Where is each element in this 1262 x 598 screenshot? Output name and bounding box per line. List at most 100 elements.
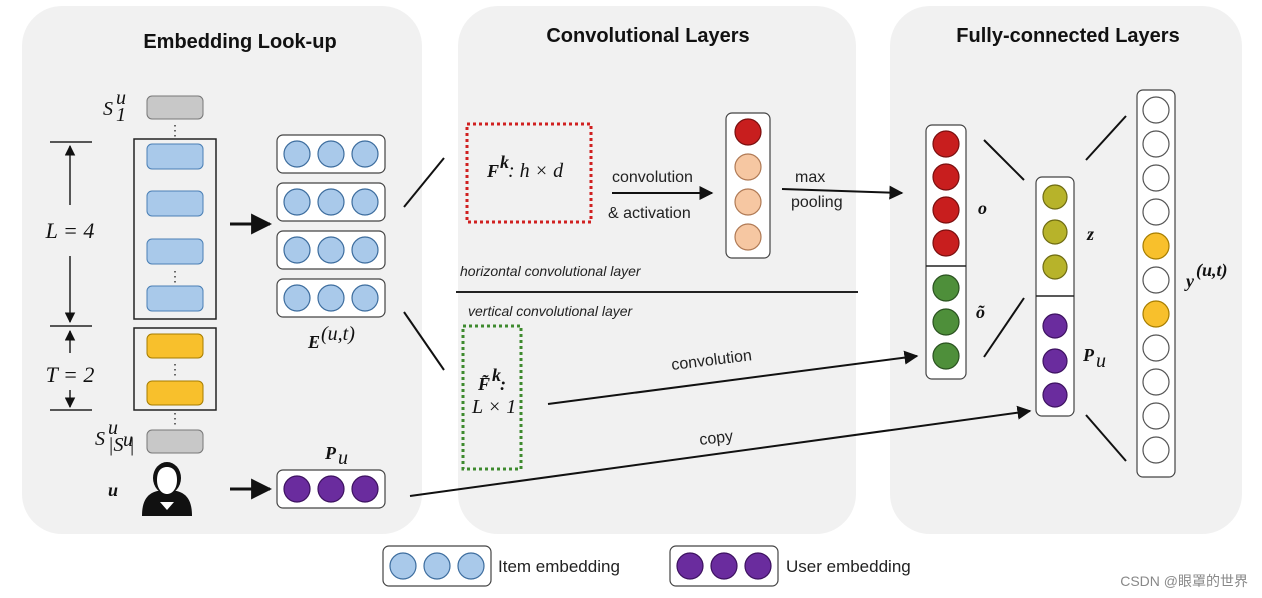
T-item-1 bbox=[146, 333, 204, 359]
legend-user-dot bbox=[676, 552, 704, 580]
Pu-vector bbox=[276, 469, 386, 509]
conv-activation-label-1: convolution bbox=[612, 169, 693, 186]
T-window bbox=[133, 327, 217, 411]
legend-user-dot bbox=[744, 552, 772, 580]
y-dot bbox=[1142, 164, 1170, 192]
dots-1: ⋮ bbox=[168, 122, 182, 138]
svg-text:F̃: F̃ bbox=[477, 374, 490, 394]
svg-text:u: u bbox=[116, 87, 126, 109]
embedding-dot bbox=[351, 188, 379, 216]
o-tilde-label: õ bbox=[976, 302, 985, 322]
user-dot bbox=[351, 475, 379, 503]
watermark: CSDN @眼罩的世界 bbox=[1120, 573, 1248, 589]
conv-panel-title: Convolutional Layers bbox=[546, 25, 749, 47]
E-matrix bbox=[276, 134, 386, 318]
legend-item-embedding: Item embedding bbox=[382, 545, 620, 587]
y-dot bbox=[1142, 402, 1170, 430]
user-icon bbox=[142, 462, 192, 516]
T-item-2 bbox=[146, 380, 204, 406]
y-dot bbox=[1142, 334, 1170, 362]
dots-4: ⋮ bbox=[168, 410, 182, 426]
svg-text:u: u bbox=[108, 417, 118, 439]
svg-text:: h × d: : h × d bbox=[508, 160, 564, 182]
y-label: y (u,t) bbox=[1184, 260, 1228, 291]
svg-text:L × 1: L × 1 bbox=[471, 396, 516, 418]
L-item-3 bbox=[146, 238, 204, 265]
conv-activation-label-2: & activation bbox=[608, 205, 691, 222]
z-to-y-line-top bbox=[1085, 115, 1127, 161]
fc-panel-title: Fully-connected Layers bbox=[956, 25, 1179, 47]
vertical-conv-arrow bbox=[547, 350, 919, 405]
svg-text:u: u bbox=[338, 447, 348, 469]
vertical-layer-label: vertical convolutional layer bbox=[468, 303, 634, 319]
legend-user-label: User embedding bbox=[786, 557, 911, 576]
o-tilde-dot bbox=[932, 274, 960, 302]
fc-Pu-label: P u bbox=[1082, 345, 1106, 372]
o-to-z-line-top bbox=[983, 139, 1025, 181]
o-dot bbox=[932, 229, 960, 257]
o-dot bbox=[932, 163, 960, 191]
horizontal-feature-vector bbox=[725, 112, 771, 259]
svg-text:(u,t): (u,t) bbox=[1196, 260, 1228, 281]
svg-text::: : bbox=[500, 374, 506, 394]
horizontal-filter-box bbox=[465, 122, 593, 224]
o-tilde-dot bbox=[932, 308, 960, 336]
T-label: T = 2 bbox=[46, 362, 95, 387]
embedding-dot bbox=[317, 140, 345, 168]
copy-label: copy bbox=[698, 428, 734, 449]
dots-3: ⋮ bbox=[168, 361, 182, 377]
svg-text:|S: |S bbox=[108, 434, 124, 456]
svg-text:k: k bbox=[492, 365, 501, 385]
u-label: u bbox=[108, 480, 118, 500]
z-label: z bbox=[1086, 224, 1094, 244]
Pu-dot bbox=[1042, 313, 1068, 339]
o-dot bbox=[932, 130, 960, 158]
y-dot bbox=[1142, 96, 1170, 124]
horizontal-feature-box bbox=[725, 112, 771, 259]
z-vector bbox=[1035, 176, 1075, 417]
y-target-dot bbox=[1142, 232, 1170, 260]
legend-item-label: Item embedding bbox=[498, 557, 620, 576]
svg-text:1: 1 bbox=[116, 104, 126, 126]
o-dot bbox=[932, 196, 960, 224]
Pu-dot bbox=[1042, 348, 1068, 374]
embedding-dot bbox=[317, 236, 345, 264]
o-tilde-dot bbox=[932, 342, 960, 370]
Pu-dot bbox=[1042, 382, 1068, 408]
embedding-dot bbox=[351, 284, 379, 312]
embedding-dot bbox=[317, 188, 345, 216]
svg-text:u: u bbox=[123, 429, 133, 451]
user-dot bbox=[283, 475, 311, 503]
Pu-label: P u bbox=[324, 443, 348, 469]
embedding-dot bbox=[283, 284, 311, 312]
vertical-filter-label: F̃ k : L × 1 bbox=[471, 365, 516, 418]
horizontal-feature-dot bbox=[734, 223, 762, 251]
o-to-z-line-bottom bbox=[983, 297, 1025, 358]
L-item-1 bbox=[146, 143, 204, 170]
svg-text:S: S bbox=[103, 98, 113, 120]
svg-text:F: F bbox=[486, 161, 499, 181]
slast-label: S u |S u | bbox=[95, 417, 135, 456]
horizontal-layer-label: horizontal convolutional layer bbox=[460, 263, 642, 279]
z-dot bbox=[1042, 219, 1068, 245]
svg-text:y: y bbox=[1184, 271, 1195, 291]
embedding-panel-title: Embedding Look-up bbox=[143, 31, 336, 53]
embedding-dot bbox=[283, 236, 311, 264]
y-vector bbox=[1136, 89, 1176, 478]
embedding-dot bbox=[283, 188, 311, 216]
E-label: E (u,t) bbox=[307, 323, 355, 352]
svg-text:k: k bbox=[500, 152, 509, 172]
legend-item-dot bbox=[423, 552, 451, 580]
y-dot bbox=[1142, 266, 1170, 294]
legend-item-dot bbox=[457, 552, 485, 580]
horizontal-feature-dot bbox=[734, 118, 762, 146]
E-to-horiz-line bbox=[403, 157, 445, 208]
o-label: o bbox=[978, 198, 987, 218]
legend-user-dot bbox=[710, 552, 738, 580]
L-item-4 bbox=[146, 285, 204, 312]
y-dot bbox=[1142, 368, 1170, 396]
L-item-2 bbox=[146, 190, 204, 217]
y-target-dot bbox=[1142, 300, 1170, 328]
legend-user-embedding: User embedding bbox=[669, 545, 911, 587]
